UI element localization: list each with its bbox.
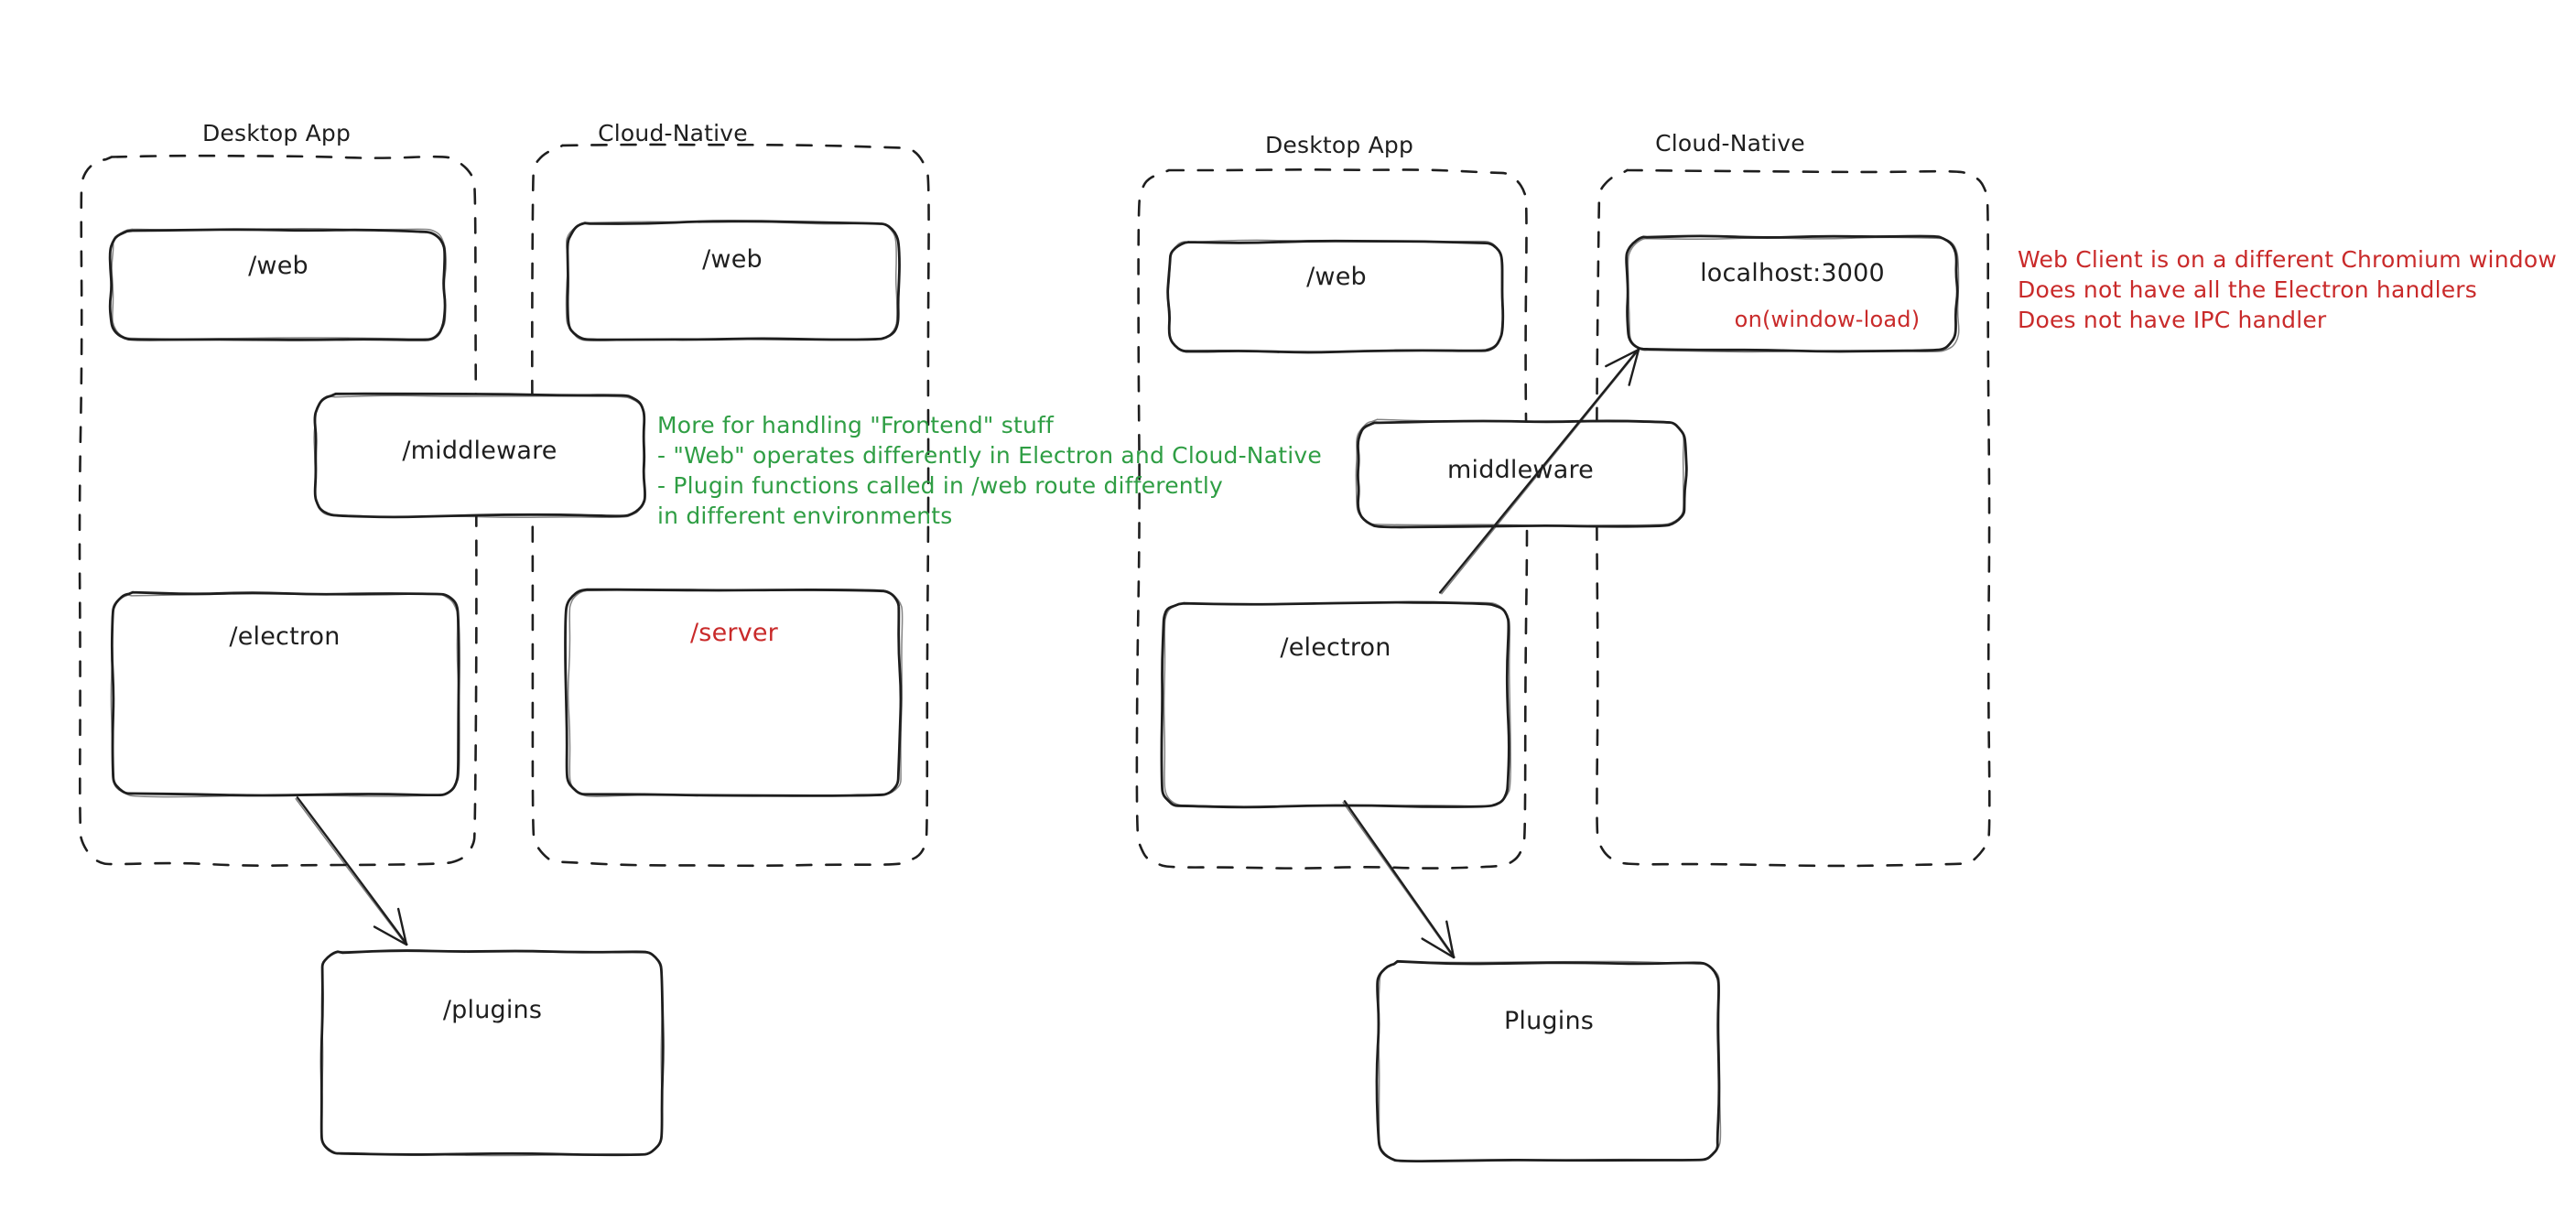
node-label: /web bbox=[1306, 263, 1367, 291]
node-label: /electron bbox=[1280, 633, 1391, 662]
node-label: /plugins bbox=[442, 996, 543, 1024]
node-right-desktop-web[interactable] bbox=[1170, 241, 1503, 351]
group-label: Desktop App bbox=[201, 120, 352, 146]
node-sublabel: on(window-load) bbox=[1734, 307, 1921, 332]
node-label: localhost:3000 bbox=[1700, 259, 1885, 287]
node-label: /middleware bbox=[402, 437, 557, 465]
annotation-line: - Plugin functions called in /web route … bbox=[657, 472, 1223, 499]
node-left-cloud-web[interactable] bbox=[568, 222, 897, 340]
annotation-line: More for handling "Frontend" stuff bbox=[657, 412, 1055, 438]
group-label: Desktop App bbox=[1264, 132, 1414, 158]
annotation-line: Web Client is on a different Chromium wi… bbox=[2018, 246, 2557, 273]
node-label: /web bbox=[248, 252, 308, 280]
annotation-line: Does not have IPC handler bbox=[2018, 307, 2327, 333]
annotation-line: Does not have all the Electron handlers bbox=[2018, 276, 2478, 303]
node-left-middleware[interactable] bbox=[315, 395, 644, 516]
node-label: Plugins bbox=[1503, 1007, 1595, 1035]
annotation-text: Web Client is on a different Chromium wi… bbox=[2018, 244, 2557, 335]
node-label: /electron bbox=[229, 622, 341, 651]
node-label: /web bbox=[702, 245, 763, 274]
node-left-desktop-web[interactable] bbox=[112, 230, 445, 340]
node-left-plugins[interactable] bbox=[322, 952, 663, 1155]
node-left-server[interactable] bbox=[568, 589, 901, 794]
node-left-electron[interactable] bbox=[112, 593, 458, 794]
connector-arrow bbox=[295, 796, 408, 946]
node-right-middleware[interactable] bbox=[1357, 421, 1684, 525]
connector-arrow bbox=[1342, 800, 1456, 959]
node-label: middleware bbox=[1447, 456, 1594, 484]
node-label: /server bbox=[690, 619, 778, 647]
annotation-text: More for handling "Frontend" stuff - "Web… bbox=[657, 410, 1322, 531]
group-label: Cloud-Native bbox=[598, 120, 748, 146]
annotation-line: in different environments bbox=[657, 503, 953, 529]
node-right-electron[interactable] bbox=[1163, 604, 1509, 807]
node-right-plugins[interactable] bbox=[1379, 963, 1719, 1161]
annotation-line: - "Web" operates differently in Electron… bbox=[657, 442, 1322, 469]
group-label: Cloud-Native bbox=[1655, 130, 1805, 157]
node-right-localhost[interactable] bbox=[1628, 237, 1957, 351]
